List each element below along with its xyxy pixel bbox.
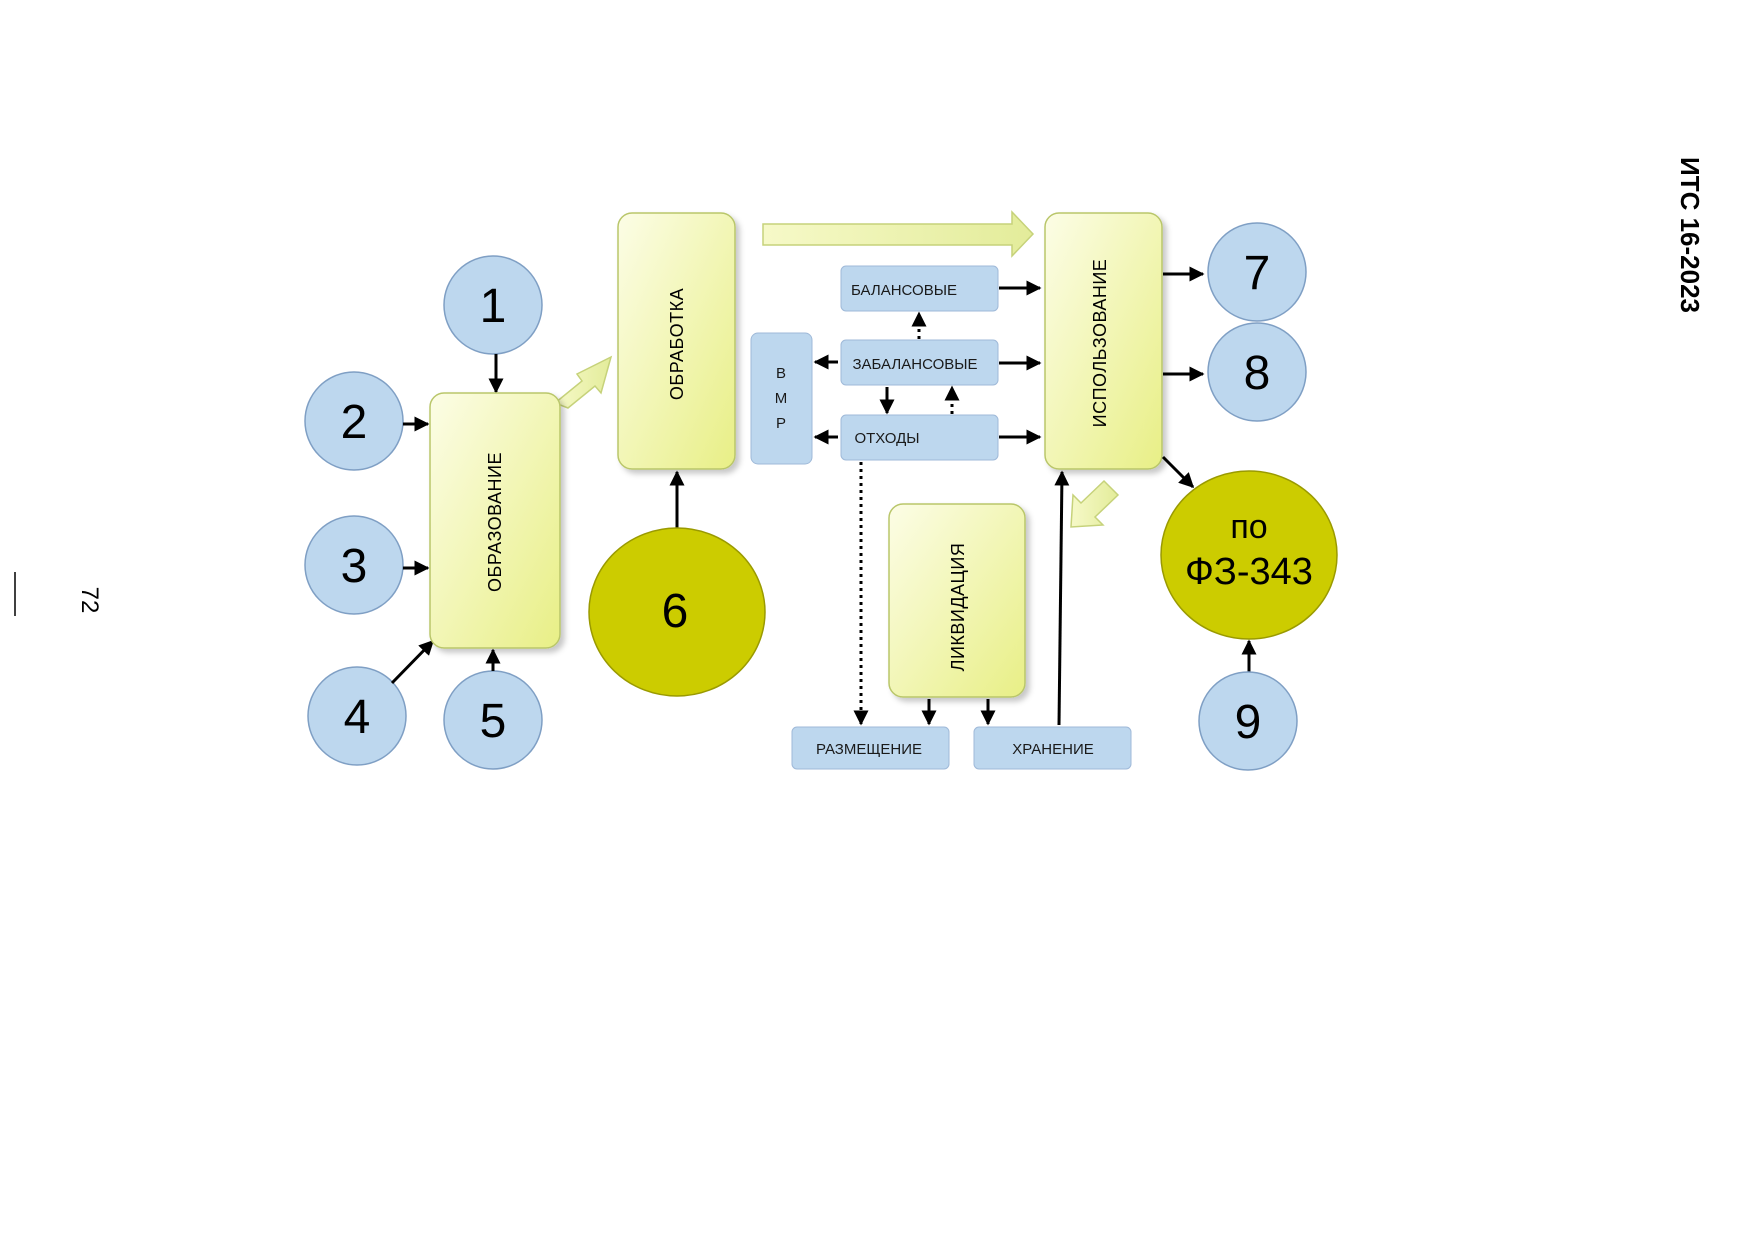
circle-9-label: 9	[1235, 696, 1262, 749]
waste-label: ОТХОДЫ	[854, 430, 919, 447]
liquidation-label: ЛИКВИДАЦИЯ	[948, 543, 968, 672]
fz343-line1: по	[1230, 508, 1267, 546]
placement-label: РАЗМЕЩЕНИЕ	[816, 741, 922, 758]
formation-box: ОБРАЗОВАНИЕ	[429, 392, 561, 649]
usage-box: ИСПОЛЬЗОВАНИЕ	[1044, 212, 1163, 470]
off-balance-box: ЗАБАЛАНСОВЫЕ	[840, 339, 999, 386]
doc-code-header: ИТС 16-2023	[1675, 157, 1705, 313]
output-circle-7: 7	[1207, 222, 1307, 322]
vmr-letter-1: В	[776, 365, 786, 382]
vmr-box: В М Р	[750, 332, 813, 465]
vmr-letter-2: М	[775, 390, 788, 407]
hollow-arrow-usage-to-liquidation	[1070, 479, 1120, 528]
input-circle-3: 3	[304, 515, 404, 615]
circle-1-label: 1	[480, 280, 507, 333]
usage-label: ИСПОЛЬЗОВАНИЕ	[1090, 259, 1110, 428]
processing-label: ОБРАБОТКА	[667, 288, 687, 400]
liquidation-box: ЛИКВИДАЦИЯ	[888, 503, 1026, 698]
waste-box: ОТХОДЫ	[840, 414, 999, 461]
circle-5-label: 5	[480, 695, 507, 748]
arrow-storage-to-usage	[1054, 470, 1070, 726]
page-number: 72	[76, 587, 103, 614]
fz343-circle: по ФЗ-343	[1160, 470, 1338, 640]
arrow-usage-to-fz343	[1161, 455, 1195, 489]
placement-box: РАЗМЕЩЕНИЕ	[791, 726, 950, 770]
hollow-arrow-formation-to-processing	[553, 355, 613, 409]
input-circle-2: 2	[304, 371, 404, 471]
vmr-letter-3: Р	[776, 415, 786, 432]
formation-label: ОБРАЗОВАНИЕ	[485, 452, 505, 592]
balance-box: БАЛАНСОВЫЕ	[840, 265, 999, 312]
off-balance-label: ЗАБАЛАНСОВЫЕ	[852, 356, 977, 373]
storage-box: ХРАНЕНИЕ	[973, 726, 1132, 770]
circle-2-label: 2	[341, 396, 368, 449]
input-circle-6: 6	[588, 527, 766, 697]
input-circle-5: 5	[443, 670, 543, 770]
doc-code-text: ИТС 16-2023	[1675, 157, 1705, 313]
page-number-text: 72	[76, 587, 103, 614]
input-circle-4: 4	[307, 666, 407, 766]
circle-6-label: 6	[662, 585, 689, 638]
fz343-line2: ФЗ-343	[1185, 551, 1313, 593]
output-circle-8: 8	[1207, 322, 1307, 422]
arrow-4-to-formation	[390, 639, 435, 685]
balance-label: БАЛАНСОВЫЕ	[851, 282, 957, 299]
storage-label: ХРАНЕНИЕ	[1012, 741, 1093, 758]
circle-7-label: 7	[1244, 247, 1271, 300]
input-circle-1: 1	[443, 255, 543, 355]
circle-8-label: 8	[1244, 347, 1271, 400]
processing-box: ОБРАБОТКА	[617, 212, 736, 470]
circle-3-label: 3	[341, 540, 368, 593]
circle-4-label: 4	[344, 691, 371, 744]
hollow-arrow-processing-to-usage	[762, 210, 1035, 258]
input-circle-9: 9	[1198, 671, 1298, 771]
